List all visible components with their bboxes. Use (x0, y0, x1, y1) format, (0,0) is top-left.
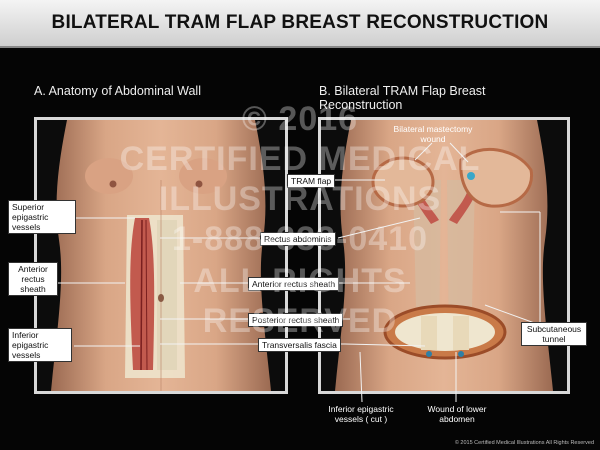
wound-floor (395, 313, 495, 351)
posterior-sheath (157, 220, 177, 370)
title-bar: BILATERAL TRAM FLAP BREAST RECONSTRUCTIO… (0, 0, 600, 48)
cut-vessel-left (426, 351, 432, 357)
label-transversalis-fascia: Transversalis fascia (258, 338, 341, 352)
label-anterior-rectus-sheath-left: Anterior rectus sheath (8, 262, 58, 296)
label-inferior-epigastric-vessels-cut: Inferior epigastric vessels ( cut ) (328, 404, 394, 424)
vessel-clamp-icon (467, 172, 475, 180)
rectus-stump-right (453, 316, 469, 350)
section-a-heading: A. Anatomy of Abdominal Wall (34, 84, 201, 98)
label-tram-flap: TRAM flap (287, 174, 336, 188)
section-b-heading: B. Bilateral TRAM Flap Breast Reconstruc… (319, 84, 486, 112)
epigastric-vessel-line (140, 219, 143, 371)
label-bilateral-mastectomy-wound: Bilateral mastectomy wound (393, 124, 473, 144)
epigastric-vessel-line-2 (145, 219, 148, 371)
left-breast (85, 158, 133, 194)
rectus-stump-left (421, 316, 437, 350)
copyright-notice: © 2015 Certified Medical Illustrations A… (454, 440, 594, 446)
label-anterior-rectus-sheath: Anterior rectus sheath (248, 277, 340, 291)
navel (158, 294, 164, 302)
left-nipple (109, 180, 117, 188)
cut-vessel-right (458, 351, 464, 357)
tram-flap-right (459, 147, 534, 208)
label-superior-epigastric-vessels: Superior epigastric vessels (8, 200, 76, 234)
label-wound-lower-abdomen: Wound of lower abdomen (427, 404, 487, 424)
label-rectus-abdominis: Rectus abdominis (260, 232, 336, 246)
label-inferior-epigastric-vessels: Inferior epigastric vessels (8, 328, 72, 362)
label-subcutaneous-tunnel: Subcutaneous tunnel (521, 322, 587, 346)
tram-flap-left (371, 156, 435, 208)
page-title: BILATERAL TRAM FLAP BREAST RECONSTRUCTIO… (51, 12, 549, 33)
panel-abdominal-wall (34, 117, 288, 394)
right-breast (179, 158, 227, 194)
label-posterior-rectus-sheath: Posterior rectus sheath (248, 313, 344, 327)
right-nipple (195, 180, 203, 188)
torso-a-drawing (37, 120, 285, 391)
